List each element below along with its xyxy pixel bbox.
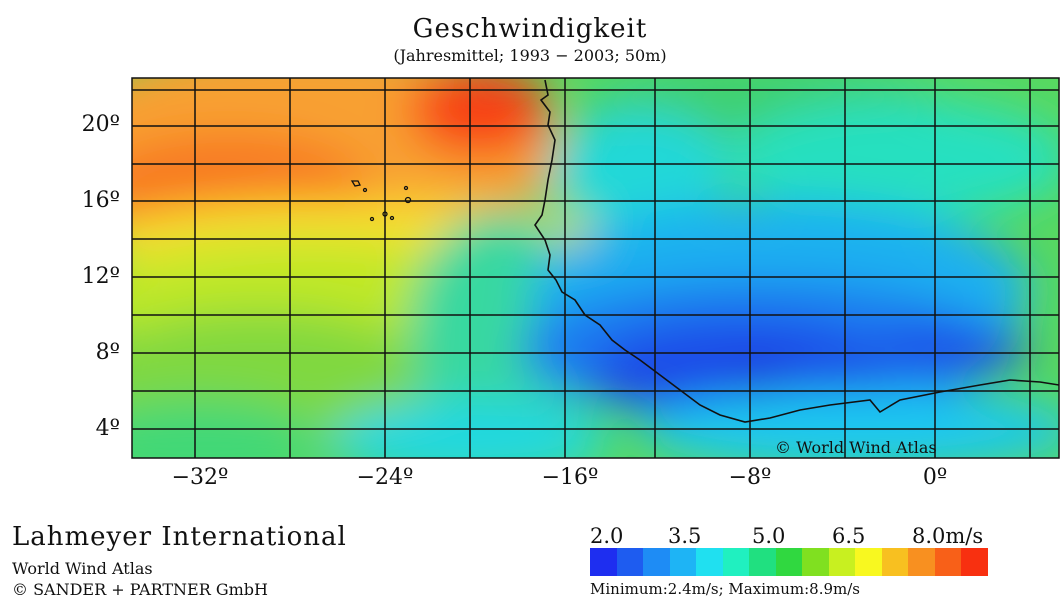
min-max-text: Minimum:2.4m/s; Maximum:8.9m/s <box>590 580 860 598</box>
color-scale-swatch <box>722 548 750 576</box>
y-label-20: 20º <box>81 112 120 137</box>
grid <box>132 78 1059 458</box>
coastline <box>534 79 1059 423</box>
color-scale-swatch <box>934 548 962 576</box>
x-label-neg32: −32º <box>171 465 229 490</box>
color-scale-bar <box>590 548 988 576</box>
legend-value: 5.0 <box>752 524 786 548</box>
y-label-16: 16º <box>81 188 120 213</box>
watermark: © World Wind Atlas <box>775 438 937 457</box>
color-scale-swatch <box>961 548 988 576</box>
legend-values: 2.0 3.5 5.0 6.5 8.0m/s <box>590 524 1020 552</box>
color-scale-swatch <box>749 548 776 576</box>
legend-value: 2.0 <box>590 524 624 548</box>
wind-field <box>132 78 1059 458</box>
color-scale-swatch <box>669 548 697 576</box>
x-label-neg8: −8º <box>728 465 772 490</box>
legend-value: 6.5 <box>832 524 866 548</box>
color-scale-swatch <box>908 548 935 576</box>
color-scale-swatch <box>775 548 803 576</box>
legend-value: 8.0m/s <box>912 524 984 548</box>
cape-verde-islands <box>350 180 412 222</box>
y-label-4: 4º <box>95 416 120 441</box>
x-label-neg16: −16º <box>541 465 599 490</box>
color-scale-swatch <box>828 548 856 576</box>
y-label-12: 12º <box>81 264 120 289</box>
color-scale-swatch <box>590 548 617 576</box>
color-scale-swatch <box>881 548 909 576</box>
x-label-neg24: −24º <box>356 465 414 490</box>
map-subtitle: (Jahresmittel; 1993 − 2003; 50m) <box>393 46 667 65</box>
color-scale-swatch <box>643 548 670 576</box>
color-scale-swatch <box>802 548 829 576</box>
atlas-name: World Wind Atlas <box>12 559 153 578</box>
company-name: Lahmeyer International <box>12 522 347 552</box>
color-scale-swatch <box>696 548 723 576</box>
legend-value: 3.5 <box>668 524 702 548</box>
y-label-8: 8º <box>95 340 120 365</box>
map-title: Geschwindigkeit <box>412 14 648 44</box>
color-scale-swatch <box>616 548 644 576</box>
x-label-0: 0º <box>922 465 948 490</box>
color-scale-swatch <box>855 548 882 576</box>
copyright: © SANDER + PARTNER GmbH <box>12 580 268 599</box>
